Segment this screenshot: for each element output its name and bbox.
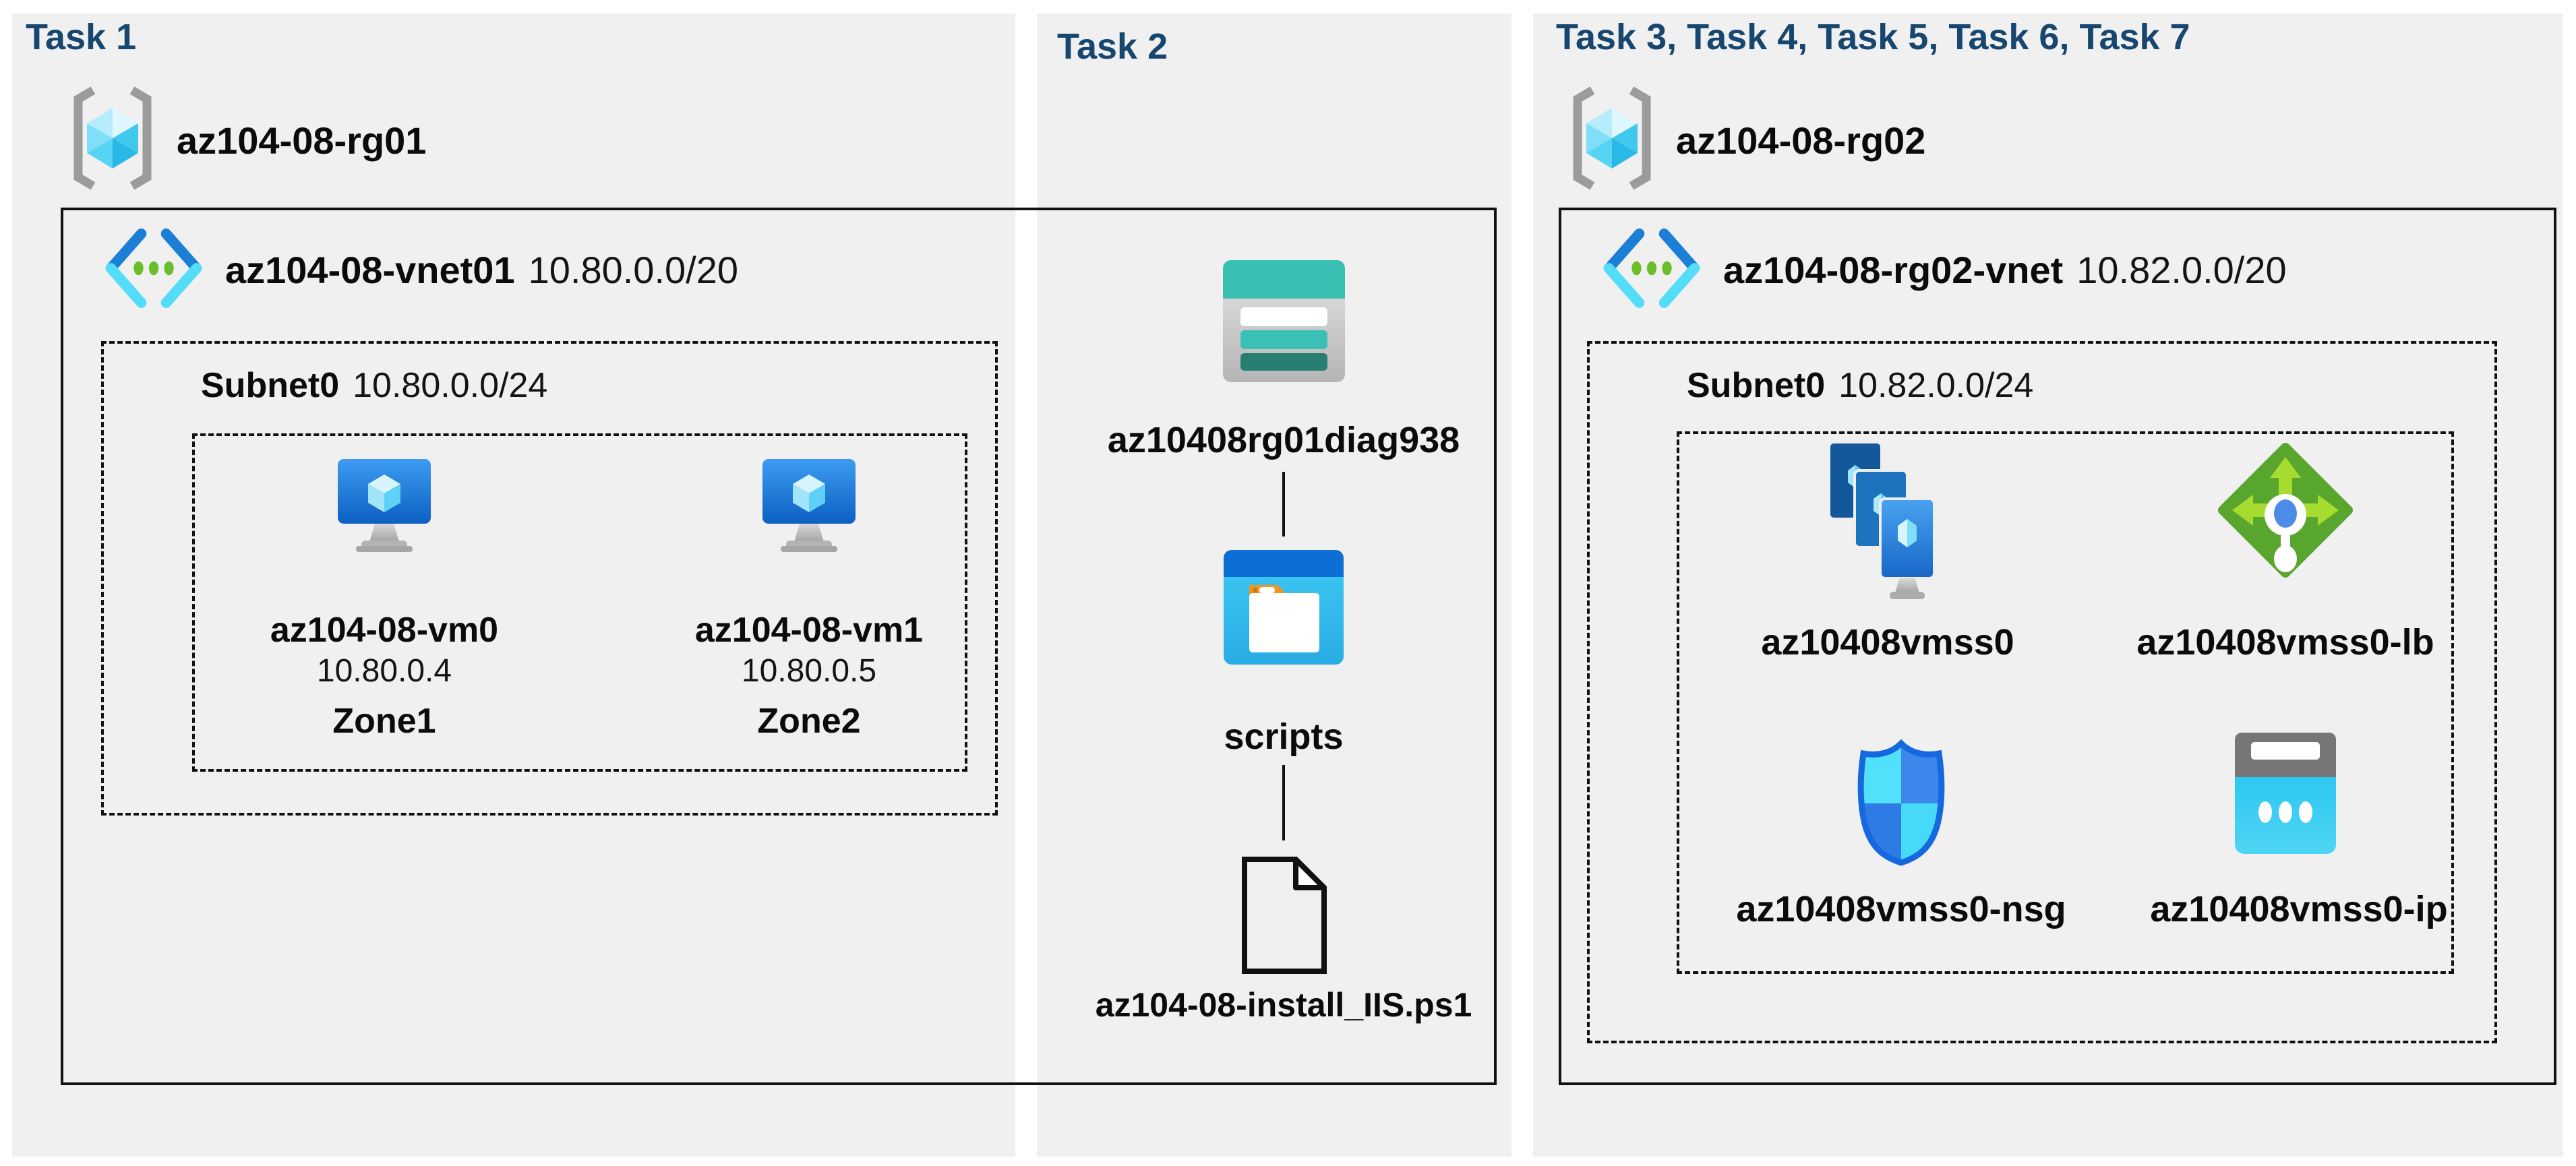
vnet-name: az104-08-rg02-vnet — [1723, 249, 2064, 291]
rg02-boundary-box — [1559, 208, 2556, 1085]
resource-group-icon — [62, 85, 163, 191]
nsg-icon — [1854, 738, 1948, 866]
storage-account-icon — [1223, 260, 1345, 382]
storage-account-label: az10408rg01diag938 — [1107, 420, 1460, 460]
load-balancer-icon — [2215, 439, 2356, 581]
vm-icon — [762, 458, 856, 559]
heading-task3: Task 3, Task 4, Task 5, Task 6, Task 7 — [1556, 17, 2190, 57]
vm-ip: 10.80.0.4 — [316, 653, 452, 689]
folder-label: scripts — [1224, 716, 1344, 757]
vm-name: az104-08-vm0 — [270, 611, 499, 650]
vnet-label: az104-08-vnet01 10.80.0.0/20 — [225, 248, 738, 292]
vnet-cidr: 10.82.0.0/20 — [2076, 249, 2287, 291]
subnet-box — [101, 341, 998, 816]
vnet-name: az104-08-vnet01 — [225, 249, 515, 291]
vm-zone: Zone1 — [332, 702, 436, 741]
subnet-box — [1587, 341, 2497, 1043]
vm-ip: 10.80.0.5 — [741, 653, 877, 689]
file-label: az104-08-install_IIS.ps1 — [1095, 986, 1472, 1024]
vm-icon — [337, 458, 431, 559]
vmss-group-box — [1677, 431, 2454, 974]
heading-task2: Task 2 — [1057, 26, 1168, 67]
subnet-label: Subnet0 10.80.0.0/24 — [201, 365, 547, 406]
resource-group-icon — [1561, 85, 1663, 191]
resource-label: az10408vmss0-nsg — [1736, 889, 2066, 929]
connector-line — [1282, 765, 1285, 840]
column-task3 — [1533, 13, 2563, 1157]
vmss-icon — [1824, 439, 1952, 601]
vnet-label: az104-08-rg02-vnet 10.82.0.0/20 — [1723, 248, 2287, 292]
column-task1 — [12, 13, 1015, 1157]
subnet-name: Subnet0 — [1687, 366, 1826, 405]
connector-line — [1282, 472, 1285, 536]
folder-icon — [1224, 550, 1344, 665]
resource-label: az10408vmss0-ip — [2150, 889, 2448, 929]
resource-group-label: az104-08-rg01 — [177, 119, 427, 162]
vnet-icon — [98, 226, 209, 310]
subnet-name: Subnet0 — [201, 366, 340, 405]
vm-name: az104-08-vm1 — [694, 611, 924, 650]
subnet-label: Subnet0 10.82.0.0/24 — [1687, 365, 2033, 406]
resource-group-label: az104-08-rg02 — [1676, 119, 1926, 162]
vnet-icon — [1596, 226, 1707, 310]
subnet-cidr: 10.82.0.0/24 — [1838, 366, 2034, 405]
file-icon — [1239, 855, 1329, 976]
subnet-cidr: 10.80.0.0/24 — [353, 366, 548, 405]
heading-task1: Task 1 — [26, 17, 137, 57]
rg01-boundary-box — [61, 208, 1497, 1085]
public-ip-icon — [2235, 731, 2336, 863]
resource-label: az10408vmss0 — [1761, 622, 2014, 663]
availability-zone-box — [192, 433, 967, 772]
resource-label: az10408vmss0-lb — [2136, 622, 2434, 663]
vnet-cidr: 10.80.0.0/20 — [528, 249, 738, 291]
vm-zone: Zone2 — [757, 702, 861, 741]
